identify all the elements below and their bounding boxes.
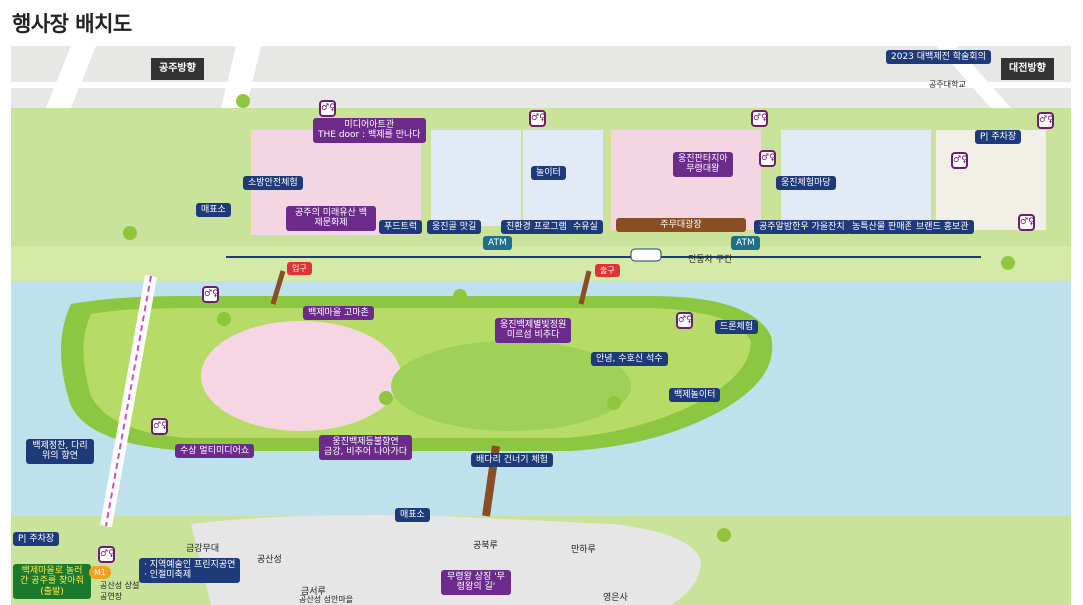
gongju-direction-label: 공주방향 bbox=[159, 63, 196, 74]
gongbuk-label: 공북루 bbox=[473, 541, 498, 551]
arts-item-2: · 인절미축제 bbox=[144, 570, 192, 581]
university-label: 공주대학교 bbox=[929, 80, 966, 89]
geum-stage-label: 금강무대 bbox=[186, 544, 220, 554]
boat-bridge-label: 백제정찬, 다리위의 향연 bbox=[26, 439, 94, 464]
water-media-label: 수상 멀티미디어쇼 bbox=[175, 444, 255, 459]
parking-bottom[interactable]: P| 주차장 bbox=[13, 532, 60, 547]
playground-label: 놀이터 bbox=[531, 166, 566, 181]
eco-program-label: 친환경 프로그램 bbox=[501, 220, 572, 235]
fantasia-title: 웅진판타지아 bbox=[678, 154, 728, 164]
experience-village-label: 웅진체험마당 bbox=[776, 176, 836, 191]
village-label: 백제마을 고마촌 bbox=[303, 306, 374, 321]
arts-list: · 지역예술인 프린지공연 · 인절미축제 bbox=[139, 558, 241, 583]
m1-label: M1 bbox=[89, 566, 111, 580]
food-truck-label: 푸드트럭 bbox=[379, 220, 423, 235]
gongsan-castle-label: 공산성 성안마을 bbox=[299, 595, 354, 604]
yeongeun-label: 영은사 bbox=[603, 593, 628, 603]
media-arts-sub: THE door : 백제를 만나다 bbox=[318, 130, 421, 141]
arts-item-1: · 지역예술인 프린지공연 bbox=[144, 560, 236, 570]
baekje-playground-label: 백제놀이터 bbox=[669, 388, 721, 403]
restroom-icon: ♂♀ bbox=[759, 150, 776, 167]
tree-icon bbox=[236, 94, 250, 108]
media-arts-title: 미디어아트관 bbox=[344, 120, 395, 130]
nursing-room-label: 수유실 bbox=[568, 220, 603, 235]
restroom-icon: ♂♀ bbox=[1018, 214, 1035, 231]
restroom-icon: ♂♀ bbox=[151, 418, 168, 435]
muryeong-label: 무령왕 상징 '무령왕의 길' bbox=[441, 570, 511, 595]
restroom-icon: ♂♀ bbox=[676, 312, 693, 329]
tree-icon bbox=[379, 391, 393, 405]
greeting-label: 안녕, 수호신 석수 bbox=[591, 352, 668, 367]
restroom-icon: ♂♀ bbox=[951, 152, 968, 169]
lantern-label: 웅진백제등불향연 금강, 비추어 나아가다 bbox=[319, 435, 413, 460]
ungjin-food-label: 웅진골 맛길 bbox=[427, 220, 482, 235]
restroom-icon: ♂♀ bbox=[1037, 112, 1054, 129]
lantern-sub: 금강, 비추어 나아가다 bbox=[324, 447, 408, 458]
brand-pr-label: 브랜드 홍보관 bbox=[911, 220, 974, 235]
gongsan-label: 공산성 bbox=[257, 555, 282, 565]
direction-daejeon: 대전방향 bbox=[1001, 58, 1054, 80]
fire-safety-label: 소방안전체험 bbox=[243, 176, 303, 191]
ticket-booth-bottom: 매표소 bbox=[395, 508, 430, 523]
tree-icon bbox=[607, 396, 621, 410]
tree-icon bbox=[1001, 256, 1015, 270]
drone-label: 드론체험 bbox=[715, 320, 759, 335]
light-garden-label: 웅진백제별빛정원 미르섬 비추다 bbox=[495, 318, 572, 343]
direction-gongju: 공주방향 bbox=[151, 58, 204, 80]
conference-label: 2023 대백제전 학술회의 bbox=[886, 50, 991, 65]
pontoon-label: 배다리 건너기 체험 bbox=[471, 453, 553, 468]
restroom-icon: ♂♀ bbox=[529, 110, 546, 127]
hanwoo-festival-label: 공주알밤한우 가을잔치 bbox=[754, 220, 850, 235]
fantasia-label: 웅진판타지아 무령대왕 bbox=[673, 152, 733, 177]
agri-market-label: 농특산물 판매존 bbox=[847, 220, 918, 235]
page-title: 행사장 배치도 bbox=[12, 12, 132, 36]
light-garden-title: 웅진백제별빛정원 bbox=[500, 320, 567, 330]
exit-label: 출구 bbox=[595, 264, 620, 278]
entrance-label: 입구 bbox=[287, 262, 312, 276]
manha-label: 만하루 bbox=[571, 545, 596, 555]
fantasia-sub: 무령대왕 bbox=[686, 164, 720, 175]
light-garden-sub: 미르섬 비추다 bbox=[506, 330, 560, 341]
media-arts-label: 미디어아트관 THE door : 백제를 만나다 bbox=[313, 118, 426, 143]
restroom-icon: ♂♀ bbox=[98, 546, 115, 563]
future-heritage-label: 공주의 미래유산 백제문화제 bbox=[286, 206, 376, 231]
atm-2: ATM bbox=[731, 236, 760, 251]
lantern-title: 웅진백제등불향연 bbox=[332, 437, 399, 447]
tree-icon bbox=[217, 312, 231, 326]
daejeon-direction-label: 대전방향 bbox=[1009, 63, 1046, 74]
tree-icon bbox=[717, 528, 731, 542]
ticket-booth-top: 매표소 bbox=[196, 203, 231, 218]
parking-top[interactable]: P| 주차장 bbox=[975, 130, 1022, 145]
tree-icon bbox=[123, 226, 137, 240]
performance-stage-label: 공산성 상설공연장 bbox=[100, 581, 140, 601]
restroom-icon: ♂♀ bbox=[319, 100, 336, 117]
festival-map: 공주방향 대전방향 2023 대백제전 학술회의 공주대학교 소방안전체험 미디… bbox=[11, 46, 1071, 605]
village-guide-label: 백제마을로 놀러간 공주를 찾아줘 (출발) bbox=[13, 564, 91, 600]
tree-icon bbox=[453, 289, 467, 303]
main-stage-label: 주무대광장 bbox=[616, 218, 746, 233]
tram-section-label: 전동차 구간 bbox=[688, 255, 733, 265]
geumseo-label: 금서루 bbox=[301, 587, 326, 597]
restroom-icon: ♂♀ bbox=[751, 110, 768, 127]
atm-1: ATM bbox=[483, 236, 512, 251]
restroom-icon: ♂♀ bbox=[202, 286, 219, 303]
